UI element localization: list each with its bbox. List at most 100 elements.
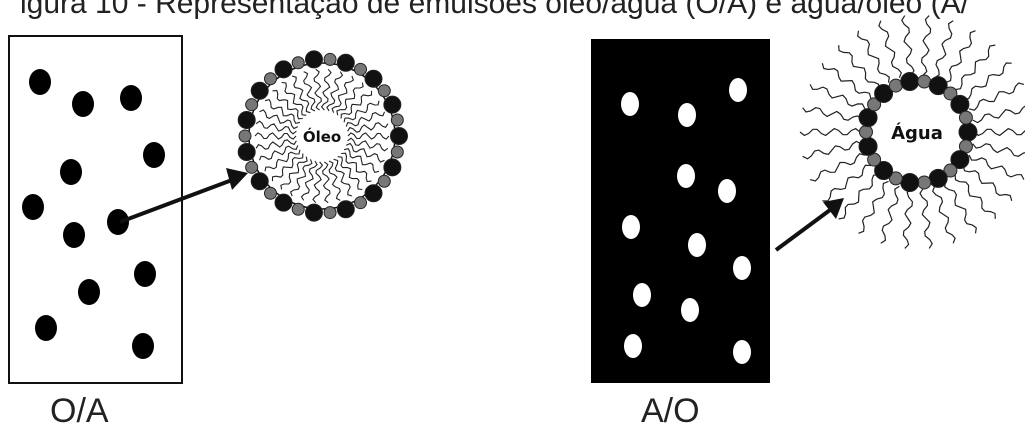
surfactant-head — [391, 114, 403, 126]
surfactant-head — [324, 53, 336, 65]
surfactant-tail — [973, 144, 1025, 157]
surfactant-head — [264, 187, 276, 199]
surfactant-tail — [348, 138, 388, 151]
oil-micelle: Óleo — [238, 51, 407, 221]
water-core-label: Água — [891, 122, 943, 144]
oil-droplet — [35, 315, 57, 341]
oil-droplet — [60, 159, 82, 185]
surfactant-head — [384, 159, 401, 176]
surfactant-tail — [803, 141, 862, 158]
surfactant-head — [337, 201, 354, 218]
surfactant-tail — [902, 16, 914, 76]
oil-droplet — [134, 261, 156, 287]
surfactant-tail — [329, 161, 340, 200]
water-droplet — [624, 334, 642, 358]
oil-core-label: Óleo — [303, 127, 341, 146]
surfactant-tail — [313, 162, 322, 203]
oil-droplet — [107, 209, 129, 235]
water-droplet — [729, 78, 747, 102]
surfactant-tail — [338, 157, 363, 190]
panel-water-in-oil: Água A/O — [591, 16, 1025, 430]
surfactant-tail — [323, 162, 330, 203]
surfactant-head — [238, 111, 255, 128]
surfactant-head — [929, 169, 947, 187]
surfactant-tail — [955, 45, 995, 90]
surfactant-tail — [839, 45, 879, 90]
surfactant-head — [918, 176, 931, 189]
surfactant-head — [384, 96, 401, 113]
oil-droplet — [72, 91, 94, 117]
surfactant-tail — [256, 121, 296, 134]
surfactant-tail — [800, 129, 860, 136]
panel-label-water-in-oil: A/O — [641, 392, 700, 430]
surfactant-head — [378, 175, 390, 187]
oil-droplet — [63, 222, 85, 248]
surfactant-head — [292, 203, 304, 215]
water-droplet — [733, 256, 751, 280]
surfactant-tail — [839, 174, 879, 219]
surfactant-tail — [858, 31, 890, 83]
surfactant-tail — [282, 83, 307, 116]
surfactant-tail — [346, 144, 384, 163]
surfactant-tail — [260, 110, 298, 129]
surfactant-head — [292, 57, 304, 69]
surfactant-head — [355, 197, 367, 209]
surfactant-head — [859, 137, 877, 155]
surfactant-head — [275, 194, 292, 211]
surfactant-head — [365, 70, 382, 87]
surfactant-tail — [969, 155, 1024, 179]
surfactant-tail — [955, 174, 995, 219]
surfactant-tail — [344, 101, 379, 123]
surfactant-tail — [803, 108, 862, 121]
surfactant-head — [251, 82, 268, 99]
surfactant-tail — [973, 105, 1025, 122]
surfactant-tail — [922, 16, 931, 76]
water-droplet — [677, 164, 695, 188]
oil-droplet — [143, 142, 165, 168]
surfactant-tail — [322, 69, 331, 110]
oil-droplet — [132, 333, 154, 359]
surfactant-tail — [810, 84, 865, 108]
surfactant-head — [324, 207, 336, 219]
oil-droplet — [29, 69, 51, 95]
surfactant-head — [305, 204, 322, 221]
zoom-arrowhead-oil — [226, 168, 248, 190]
surfactant-head — [275, 61, 292, 78]
surfactant-tail — [265, 150, 300, 172]
water-droplet — [688, 233, 706, 257]
water-droplet — [681, 298, 699, 322]
surfactant-head — [246, 161, 258, 173]
surfactant-head — [860, 126, 873, 139]
surfactant-head — [239, 130, 251, 142]
water-droplet — [622, 215, 640, 239]
surfactant-tail — [963, 63, 1012, 99]
surfactant-head — [365, 185, 382, 202]
surfactant-tail — [348, 133, 389, 139]
surfactant-head — [378, 85, 390, 97]
surfactant-tail — [933, 186, 955, 243]
surfactant-head — [391, 128, 408, 145]
surfactant-tail — [974, 129, 1025, 136]
surfactant-tail — [314, 69, 321, 110]
panel-label-oil-in-water: O/A — [50, 392, 109, 430]
surfactant-head — [901, 73, 919, 91]
water-droplet — [678, 103, 696, 127]
panel-oil-in-water: Óleo O/A — [9, 36, 408, 430]
surfactant-tail — [920, 189, 932, 249]
water-droplet — [733, 340, 751, 364]
surfactant-tail — [255, 133, 296, 139]
surfactant-head — [959, 123, 977, 141]
oil-droplet — [78, 279, 100, 305]
surfactant-head — [264, 73, 276, 85]
surfactant-tail — [903, 189, 912, 249]
oil-droplet — [120, 85, 142, 111]
water-droplet — [633, 283, 651, 307]
surfactant-head — [959, 111, 972, 124]
surfactant-head — [901, 173, 919, 191]
surfactant-head — [355, 63, 367, 75]
surfactant-head — [251, 173, 268, 190]
surfactant-tail — [879, 21, 901, 78]
surfactant-head — [391, 146, 403, 158]
oil-droplet — [22, 194, 44, 220]
